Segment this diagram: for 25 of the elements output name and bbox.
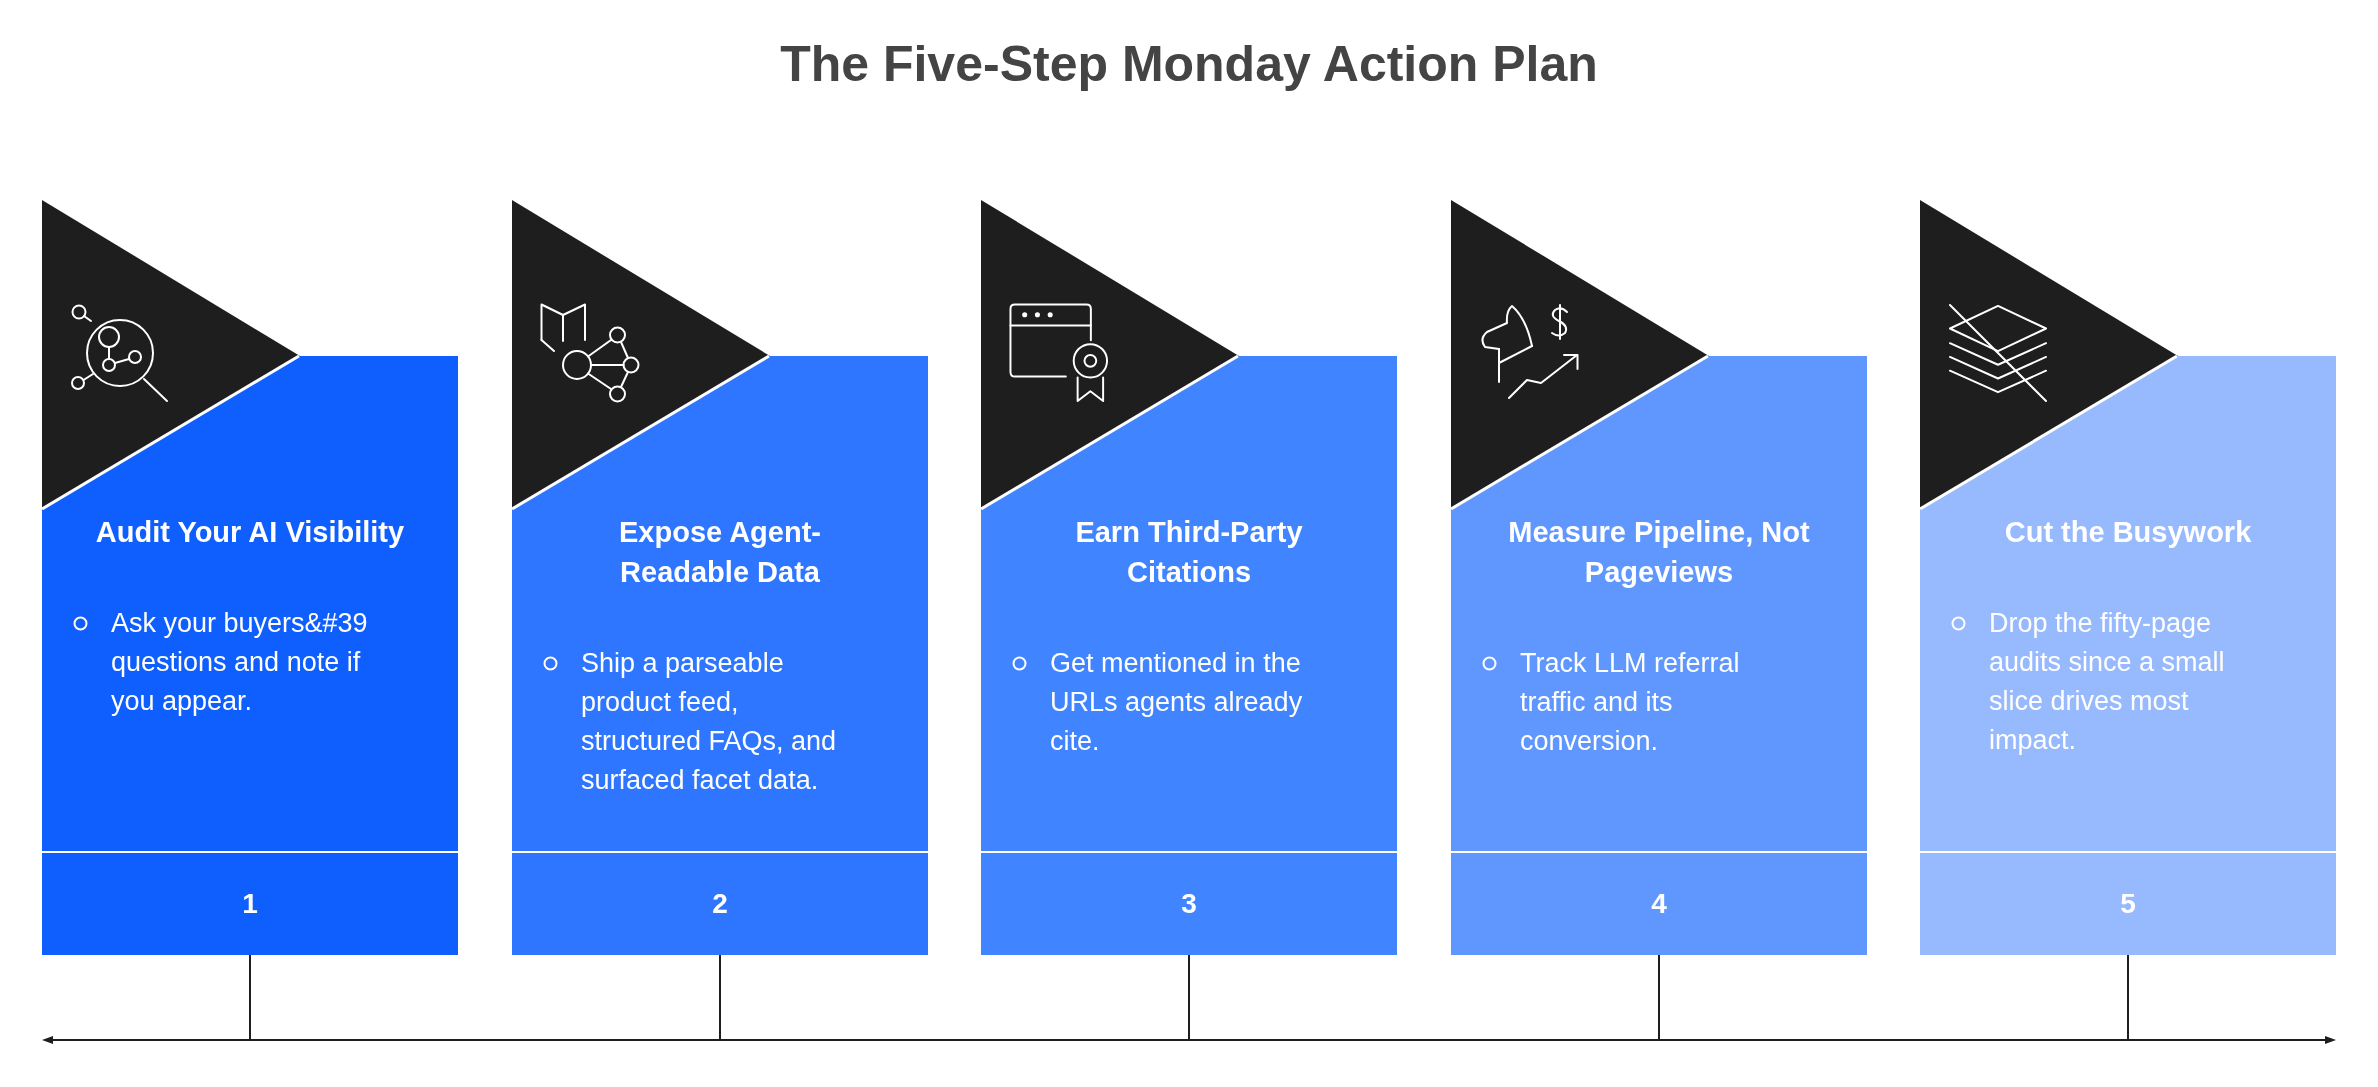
step-card [981,356,1397,955]
connector-line [249,954,251,1040]
step-description: Ship a parseable product feed, structured FAQs, and surfaced facet data. [581,647,838,797]
step-number: 3 [1181,887,1197,921]
step-title: Cut the Busywork [2004,515,2252,550]
connector-line [719,954,721,1040]
step-description: Drop the fifty-page audits since a small slice drives most impact. [1989,607,2226,757]
step-card [1920,356,2336,955]
step-description: Track LLM referral traffic and its conversion. [1520,647,1741,758]
connector-line [1188,954,1190,1040]
step-number: 4 [1651,887,1667,921]
timeline-axis [42,1036,2336,1044]
connector-line [1658,954,1660,1040]
step-title: Measure Pipeline, Not Pageviews [1507,515,1811,590]
step-number: 2 [712,887,728,921]
step-description: Ask your buyers&#39 questions and note if you appear. [111,607,369,718]
diagram-title: The Five-Step Monday Action Plan [780,35,1598,94]
step-title: Audit Your AI Visibility [95,515,405,550]
step-card [42,356,458,955]
step-title: Earn Third-Party Citations [1074,515,1304,590]
connector-line [2127,954,2129,1040]
step-description: Get mentioned in the URLs agents already cite. [1050,647,1304,758]
step-number: 5 [2120,887,2136,921]
step-title: Expose Agent-Readable Data [618,515,822,590]
step-number: 1 [242,887,258,921]
